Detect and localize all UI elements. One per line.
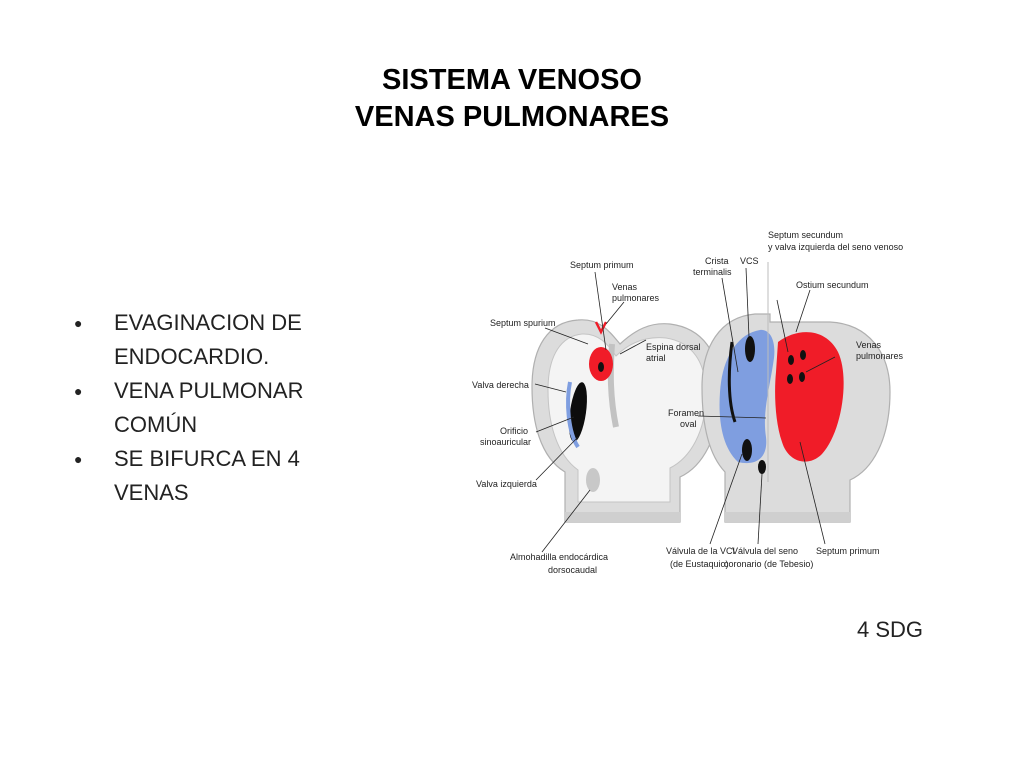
left-endocardial-cushion <box>586 468 600 492</box>
label-crista-2: terminalis <box>693 267 732 277</box>
bullet-text-line-2: VENAS <box>114 480 189 505</box>
slide-title: SISTEMA VENOSO VENAS PULMONARES <box>0 62 1024 136</box>
label-venas-pulmonares-right-2: pulmonares <box>856 351 904 361</box>
label-septum-secundum-1: Septum secundum <box>768 230 843 240</box>
right-ivc-opening <box>742 439 752 461</box>
label-septum-spurium: Septum spurium <box>490 318 556 328</box>
right-base <box>725 512 850 522</box>
bullet-text-line-2: ENDOCARDIO. <box>114 344 270 369</box>
right-pulmonary-veins <box>787 350 806 384</box>
label-venas-pulmonares-left-2: pulmonares <box>612 293 660 303</box>
left-base <box>565 512 680 522</box>
label-espina-2: atrial <box>646 353 666 363</box>
label-septum-primum-left: Septum primum <box>570 260 634 270</box>
right-crista <box>727 341 737 423</box>
label-almohadilla-2: dorsocaudal <box>548 565 597 575</box>
bullet-text-line-1: EVAGINACION DE <box>114 310 302 335</box>
label-valvula-seno-2: coronario (de Tebesio) <box>724 559 813 569</box>
label-septum-secundum-2: y valva izquierda del seno venoso <box>768 242 903 252</box>
bullet-text-line-1: VENA PULMONAR <box>114 378 304 403</box>
bullet-item: ● EVAGINACION DE ENDOCARDIO. <box>72 306 372 374</box>
left-labels: Septum primum Venas pulmonares Septum sp… <box>472 260 701 575</box>
heart-diagram: Septum primum Venas pulmonares Septum sp… <box>472 230 904 575</box>
right-heart-illustration <box>701 262 891 523</box>
label-almohadilla-1: Almohadilla endocárdica <box>510 552 608 562</box>
label-valvula-vci-1: Válvula de la VCI <box>666 546 735 556</box>
label-foramen-1: Foramen <box>668 408 704 418</box>
label-septum-primum-right: Septum primum <box>816 546 880 556</box>
label-venas-pulmonares-left-1: Venas <box>612 282 638 292</box>
bullet-text-line-1: SE BIFURCA EN 4 <box>114 446 300 471</box>
bullet-dot-icon: ● <box>74 451 83 467</box>
bullet-item: ● VENA PULMONAR COMÚN <box>72 374 372 442</box>
left-systemic-rim <box>566 381 580 449</box>
leader-lines <box>534 267 836 553</box>
label-espina-1: Espina dorsal <box>646 342 701 352</box>
label-orificio-2: sinoauricular <box>480 437 531 447</box>
bullet-list: ● EVAGINACION DE ENDOCARDIO. ● VENA PULM… <box>72 306 372 510</box>
left-sinus-orifice <box>569 382 587 442</box>
slide-title-line-1: SISTEMA VENOSO <box>382 64 642 96</box>
label-orificio-1: Orificio <box>500 426 528 436</box>
right-coronary-sinus <box>758 460 766 474</box>
bullet-item: ● SE BIFURCA EN 4 VENAS <box>72 442 372 510</box>
label-ostium-secundum: Ostium secundum <box>796 280 869 290</box>
left-septum-primum <box>607 343 619 428</box>
bullet-dot-icon: ● <box>74 315 83 331</box>
label-valva-izquierda: Valva izquierda <box>476 479 537 489</box>
right-vcs-opening <box>745 336 755 362</box>
label-valvula-vci-2: (de Eustaquio) <box>670 559 729 569</box>
label-venas-pulmonares-right-1: Venas <box>856 340 882 350</box>
label-valva-derecha: Valva derecha <box>472 380 529 390</box>
bullet-dot-icon: ● <box>74 383 83 399</box>
label-vcs: VCS <box>740 256 759 266</box>
label-valvula-seno-1: Válvula del seno <box>732 546 798 556</box>
label-crista-1: Crista <box>705 256 729 266</box>
left-pulmonary-vein-marker <box>594 321 608 335</box>
slide-title-line-2: VENAS PULMONARES <box>354 101 670 133</box>
footer-note: 4 SDG <box>857 617 924 642</box>
left-pulmonary-vein-lumen <box>598 362 604 372</box>
bullet-text-line-2: COMÚN <box>114 412 198 437</box>
label-foramen-2: oval <box>680 419 697 429</box>
right-atrium-right <box>719 329 775 464</box>
right-labels: Crista terminalis VCS Septum secundum y … <box>666 230 904 569</box>
